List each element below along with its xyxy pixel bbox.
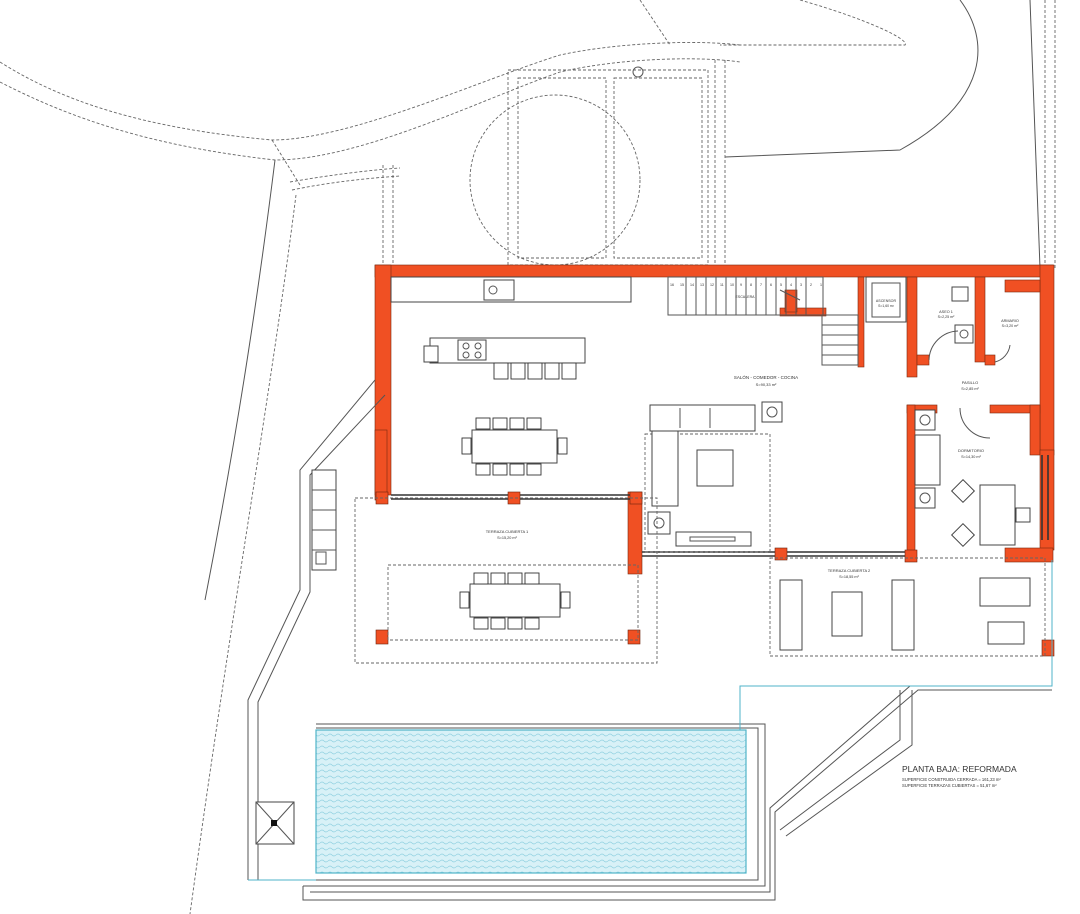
side-path	[247, 379, 386, 880]
armario-area: S=3,20 m²	[1002, 324, 1019, 328]
stair-step-number: 6	[770, 283, 772, 287]
stair-step-number: 12	[710, 283, 714, 287]
house-walls	[374, 264, 1055, 575]
bedroom	[914, 407, 1031, 548]
aseo	[928, 286, 1011, 363]
stair-step-number: 9	[740, 283, 742, 287]
armario-name: ARMARIO	[1001, 319, 1019, 323]
stair-step-number: 16	[670, 283, 674, 287]
terrace2-name: TERRAZA CUBIERTA 2	[828, 568, 871, 573]
plan-title: PLANTA BAJA: REFORMADA	[902, 764, 1017, 774]
terrace1-name: TERRAZA CUBIERTA 1	[486, 529, 529, 534]
salon-name: SALÓN - COMEDOR - COCINA	[734, 374, 798, 380]
pasillo-area: S=2,85 m²	[961, 387, 979, 391]
stair-step-numbers: 16 15 14 13 12 11 10 9 8 7 6 5 4 3 2 1	[670, 283, 822, 287]
stair-step-number: 8	[750, 283, 752, 287]
stair-step-number: 11	[720, 283, 724, 287]
ascensor-name: ASCENSOR	[876, 299, 897, 303]
stair-step-number: 14	[690, 283, 694, 287]
stair-step-number: 13	[700, 283, 704, 287]
site-boundary-lines	[0, 0, 1056, 914]
room-labels: SALÓN - COMEDOR - COCINA S=90,33 m² TERR…	[486, 295, 1019, 579]
stair-step-number: 10	[730, 283, 734, 287]
stair-step-number: 5	[780, 283, 782, 287]
elevator	[865, 276, 907, 323]
staircase	[667, 276, 859, 366]
stair-step-number: 1	[820, 283, 822, 287]
dining-table-interior	[461, 417, 568, 476]
salon-area: S=90,33 m²	[756, 382, 777, 387]
stair-step-number: 15	[680, 283, 684, 287]
living-area	[644, 401, 783, 553]
terrace1-area: S=15,20 m²	[497, 536, 517, 540]
area-line-1: SUPERFICIE CONSTRUIDA CERRADA = 161,23 m…	[902, 777, 1001, 782]
stair-step-number: 2	[810, 283, 812, 287]
kitchen	[390, 276, 632, 380]
terrace-1	[354, 497, 658, 664]
stair-step-number: 4	[790, 283, 792, 287]
plan-title-block: PLANTA BAJA: REFORMADA SUPERFICIE CONSTR…	[902, 764, 1017, 788]
ascensor-area: S=1,60 m²	[878, 304, 895, 308]
area-line-2: SUPERFICIE TERRAZAS CUBIERTAS = 51,67 m²	[902, 783, 997, 788]
terrace2-area: S=18,55 m²	[839, 575, 859, 579]
columns	[375, 491, 1055, 657]
parking-area	[469, 66, 709, 266]
pasillo-name: PASILLO	[962, 380, 978, 385]
aseo-name: ASEO 1	[939, 310, 953, 314]
bedroom-area: S=14,30 m²	[961, 455, 981, 459]
terrace-2	[769, 557, 1046, 657]
stair-step-number: 3	[800, 283, 802, 287]
aseo-area: S=2,25 m²	[938, 315, 955, 319]
pool	[248, 560, 1053, 901]
stair-step-number: 7	[760, 283, 762, 287]
bedroom-name: DORMITORIO	[958, 448, 984, 453]
stairs-name: ESCALERA	[735, 295, 755, 299]
